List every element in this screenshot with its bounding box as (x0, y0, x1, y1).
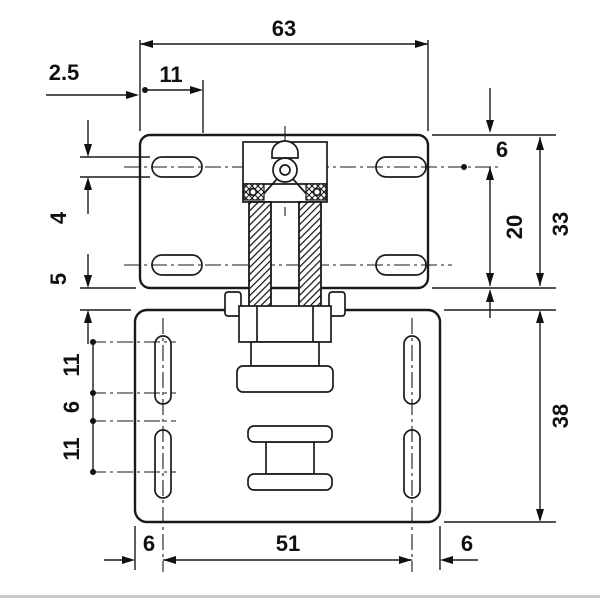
coil-spring-right (298, 201, 322, 309)
dim-top-width: 63 (140, 16, 428, 48)
knuckle-tab-right (328, 291, 346, 317)
dim-hole-offset: 11 (142, 62, 203, 94)
gap-reference-arrow (486, 289, 494, 318)
dim-chain-c-label: 11 (59, 437, 84, 460)
dim-hole-offset-label: 11 (159, 62, 182, 87)
seat-foot (236, 365, 334, 393)
dim-bottom-right-label: 6 (461, 531, 473, 556)
screw-left (248, 187, 258, 197)
centerlines (90, 126, 500, 572)
knuckle-tab-left (224, 291, 242, 317)
pivot-pin-center (279, 164, 291, 176)
screw-right (312, 187, 322, 197)
dim-top-to-slot-label: 6 (496, 137, 508, 162)
dim-edge-offset-label: 2.5 (49, 60, 80, 85)
dim-bottom-left: 6 (104, 531, 155, 564)
dim-chain-a-label: 11 (59, 353, 84, 376)
page-edge-strip (0, 595, 600, 598)
dim-lower-height: 38 (536, 310, 573, 522)
dim-upper-height: 33 (536, 137, 573, 286)
seat-neck (250, 341, 320, 367)
dimension-annotations: 63 2.5 11 6 20 (46, 16, 573, 570)
dim-slot-width-label: 4 (46, 211, 71, 224)
dim-plate-gap-label: 5 (46, 273, 71, 285)
dim-top-to-slot: 6 (461, 88, 508, 170)
coil-spring-left (248, 201, 272, 309)
dim-slot-span: 20 (486, 167, 527, 286)
dim-chain-b-label: 6 (59, 401, 84, 413)
dim-bottom-span-label: 51 (276, 531, 300, 556)
dim-slot-span-label: 20 (502, 215, 527, 239)
dim-slot-width: 4 (46, 120, 92, 224)
dim-bottom-right: 6 (440, 531, 478, 564)
pivot-dome (271, 140, 299, 159)
dim-upper-height-label: 33 (548, 212, 573, 236)
dim-bottom-span: 51 (163, 531, 412, 564)
spring-seat (238, 305, 332, 343)
spool-cutout (247, 425, 333, 491)
dim-top-width-label: 63 (272, 16, 296, 41)
spring-mechanism (224, 140, 346, 393)
pivot-pin (272, 157, 298, 183)
dim-bottom-left-label: 6 (143, 531, 155, 556)
dim-lower-height-label: 38 (548, 404, 573, 428)
dim-left-chain: 11 6 11 (59, 339, 96, 475)
dim-edge-offset: 2.5 (46, 60, 139, 99)
dim-plate-gap: 5 (46, 254, 92, 344)
